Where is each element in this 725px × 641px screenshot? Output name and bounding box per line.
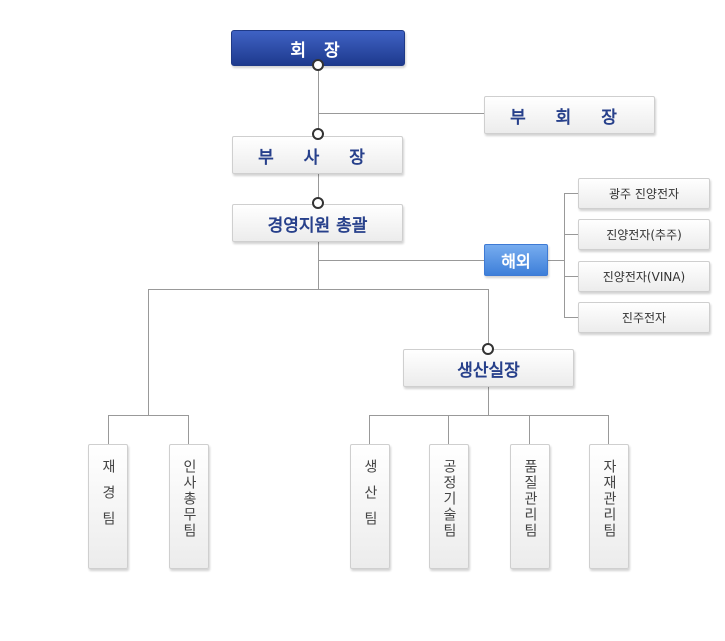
connector-line xyxy=(148,289,149,415)
team-label: 공정기술팀 xyxy=(441,459,457,539)
vice-chairman-label: 부 회 장 xyxy=(510,107,629,128)
team-label: 품질관리팀 xyxy=(522,459,538,539)
connector-line xyxy=(318,173,319,204)
connector-line xyxy=(548,260,564,261)
chairman-label: 회 장 xyxy=(290,40,346,61)
connector-line xyxy=(188,415,189,445)
connector-line xyxy=(488,289,489,344)
connector-line xyxy=(369,415,609,416)
mgmt-director-node: 경영지원 총괄 xyxy=(232,204,403,242)
team-node: 생산팀 xyxy=(350,444,390,569)
connector-line xyxy=(448,415,449,445)
connector-line xyxy=(564,193,565,318)
connector-line xyxy=(318,68,319,134)
team-node: 공정기술팀 xyxy=(429,444,469,569)
subsidiary-node: 광주 진양전자 xyxy=(578,178,710,209)
connector-dot xyxy=(312,128,324,140)
vice-chairman-node: 부 회 장 xyxy=(484,96,655,134)
connector-line xyxy=(564,317,578,318)
team-label: 생산팀 xyxy=(362,459,378,537)
connector-line xyxy=(564,193,578,194)
team-node: 품질관리팀 xyxy=(510,444,550,569)
president-node: 부 사 장 xyxy=(232,136,403,174)
connector-line xyxy=(564,276,578,277)
connector-line xyxy=(108,415,109,445)
subsidiary-node: 진양전자(VINA) xyxy=(578,261,710,292)
overseas-label: 해외 xyxy=(501,252,531,271)
connector-line xyxy=(148,289,489,290)
connector-line xyxy=(529,415,530,445)
team-node: 재경팀 xyxy=(88,444,128,569)
mgmt-director-label: 경영지원 총괄 xyxy=(267,215,368,236)
overseas-node: 해외 xyxy=(484,244,548,276)
subsidiary-node: 진양전자(추주) xyxy=(578,219,710,250)
team-node: 자재관리팀 xyxy=(589,444,629,569)
subsidiary-node: 진주전자 xyxy=(578,302,710,333)
connector-line xyxy=(318,240,319,289)
connector-line xyxy=(108,415,189,416)
production-director-label: 생산실장 xyxy=(457,360,520,381)
subsidiary-label: 진양전자(추주) xyxy=(606,228,682,242)
president-label: 부 사 장 xyxy=(258,147,377,168)
team-label: 인사총무팀 xyxy=(181,459,197,539)
connector-line xyxy=(488,387,489,415)
production-director-node: 생산실장 xyxy=(403,349,574,387)
connector-line xyxy=(564,234,578,235)
connector-line xyxy=(318,260,485,261)
connector-line xyxy=(318,113,485,114)
connector-dot xyxy=(312,59,324,71)
subsidiary-label: 진양전자(VINA) xyxy=(602,270,686,284)
subsidiary-label: 진주전자 xyxy=(621,311,667,325)
connector-line xyxy=(369,415,370,445)
team-label: 재경팀 xyxy=(100,459,116,537)
connector-dot xyxy=(482,343,494,355)
connector-line xyxy=(608,415,609,445)
team-label: 자재관리팀 xyxy=(601,459,617,539)
team-node: 인사총무팀 xyxy=(169,444,209,569)
connector-dot xyxy=(312,197,324,209)
subsidiary-label: 광주 진양전자 xyxy=(608,187,680,201)
